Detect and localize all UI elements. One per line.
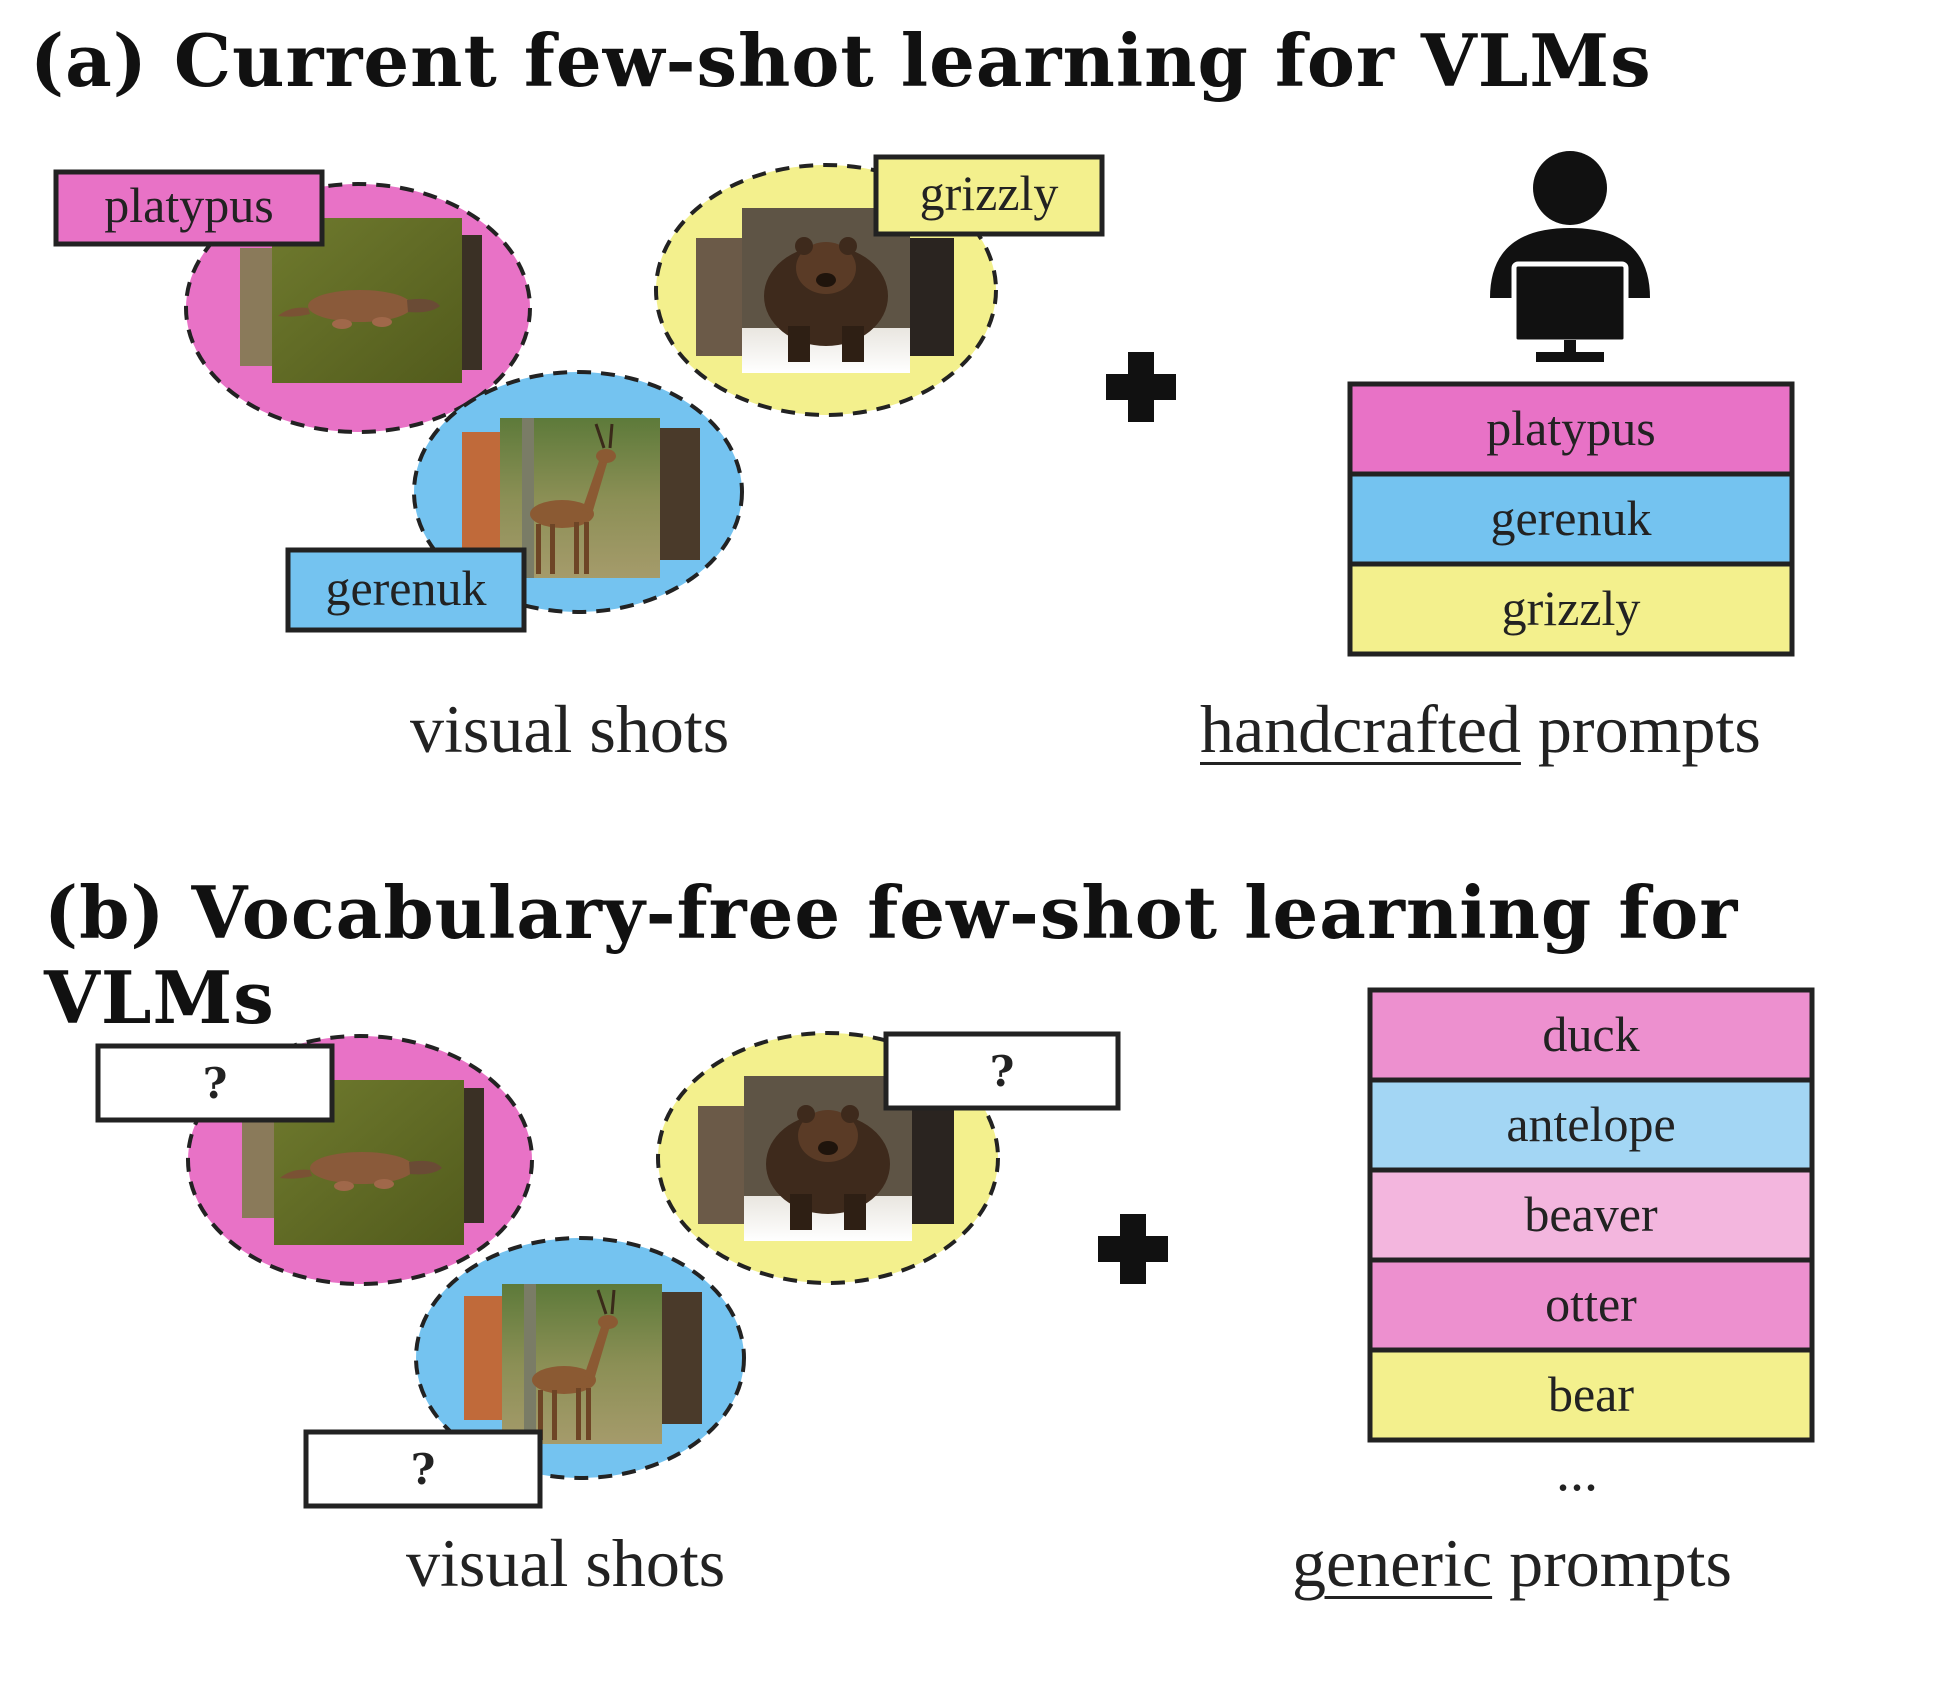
panel-b-prompts-caption-underlined: generic bbox=[1292, 1525, 1493, 1601]
prompt-b-0: duck bbox=[1542, 1006, 1639, 1062]
generic-prompt-list: duck antelope beaver otter bear bbox=[1367, 987, 1815, 1443]
panel-b-gerenuk-shot bbox=[414, 1236, 746, 1480]
label-unknown-2: ? bbox=[883, 1031, 1121, 1111]
label-gerenuk-text: gerenuk bbox=[325, 560, 486, 616]
label-unknown-3: ? bbox=[303, 1429, 543, 1509]
label-platypus: platypus bbox=[53, 169, 325, 247]
panel-a-prompts-caption: handcrafted prompts bbox=[1200, 690, 1761, 769]
plus-icon bbox=[1106, 352, 1176, 422]
panel-b-title: (b) Vocabulary-free few-shot learning fo… bbox=[44, 870, 1739, 1040]
prompt-a-1: gerenuk bbox=[1490, 490, 1651, 546]
prompt-b-1: antelope bbox=[1506, 1096, 1675, 1152]
panel-b-prompts-caption-rest: prompts bbox=[1492, 1525, 1732, 1601]
handcrafted-prompt-list: platypus gerenuk grizzly bbox=[1347, 381, 1795, 657]
prompt-b-3: otter bbox=[1545, 1276, 1637, 1332]
prompt-b-2: beaver bbox=[1524, 1186, 1658, 1242]
label-unknown-1-text: ? bbox=[203, 1059, 228, 1108]
prompt-list-ellipsis: ... bbox=[1556, 1441, 1598, 1503]
panel-a-prompts-caption-underlined: handcrafted bbox=[1200, 691, 1521, 767]
label-unknown-2-text: ? bbox=[990, 1047, 1015, 1096]
panel-a-title: (a) Current few-shot learning for VLMs bbox=[30, 18, 1652, 103]
prompt-a-0: platypus bbox=[1486, 400, 1655, 456]
label-gerenuk: gerenuk bbox=[285, 547, 527, 633]
prompt-b-4: bear bbox=[1548, 1366, 1634, 1422]
person-at-computer-icon bbox=[1490, 151, 1650, 362]
panel-a-prompts-caption-rest: prompts bbox=[1520, 691, 1761, 767]
prompt-a-2: grizzly bbox=[1502, 580, 1641, 636]
panel-b-prompts-caption: generic prompts bbox=[1292, 1524, 1732, 1603]
label-unknown-3-text: ? bbox=[411, 1445, 436, 1494]
label-unknown-1: ? bbox=[95, 1043, 335, 1123]
plus-icon bbox=[1098, 1214, 1168, 1284]
label-grizzly: grizzly bbox=[873, 154, 1105, 237]
panel-a-visual-caption: visual shots bbox=[410, 691, 730, 767]
label-grizzly-text: grizzly bbox=[920, 165, 1059, 221]
label-platypus-text: platypus bbox=[104, 177, 273, 233]
panel-b-visual-caption: visual shots bbox=[406, 1525, 726, 1601]
